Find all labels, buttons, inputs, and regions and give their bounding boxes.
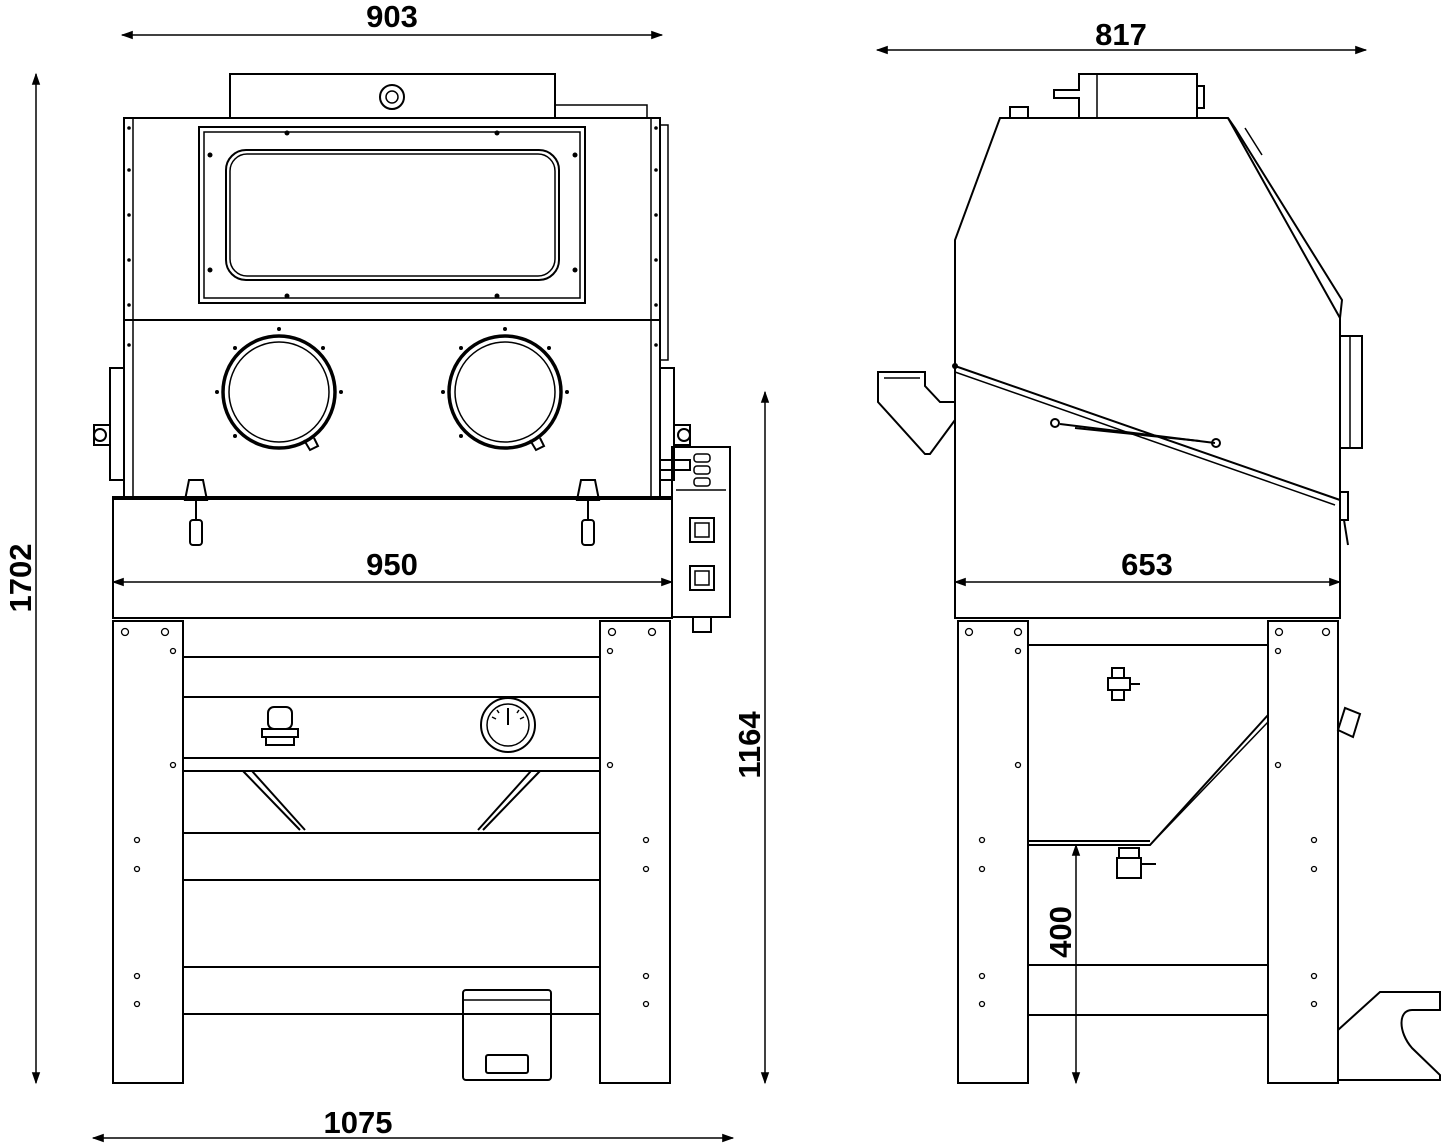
front-left-leg	[112, 620, 184, 1084]
side-view	[877, 73, 1441, 1084]
control-switch-2	[689, 565, 715, 591]
side-cabinet-profile	[954, 117, 1341, 619]
dim-front-base-width: 1075	[324, 1105, 393, 1140]
control-switch-1	[689, 517, 715, 543]
side-foot-pedal	[1337, 991, 1441, 1081]
stand-holes	[120, 627, 657, 1008]
side-latch	[1340, 491, 1349, 521]
front-view	[93, 73, 731, 1084]
left-glove-port	[221, 334, 337, 450]
dim-side-top-depth: 817	[1095, 17, 1147, 52]
side-top-fitting	[1009, 106, 1029, 118]
side-left-leg	[957, 620, 1029, 1084]
control-box-fitting	[692, 617, 712, 633]
dim-front-overall-height: 1702	[3, 544, 38, 613]
side-stand	[957, 620, 1339, 1084]
dust-chute	[877, 371, 956, 455]
right-door-handle	[673, 424, 691, 446]
side-rivets	[127, 126, 658, 347]
side-top-exhaust	[1053, 73, 1198, 118]
dimension-lines	[31, 30, 1368, 1143]
right-latch	[575, 479, 601, 546]
front-right-leg	[599, 620, 671, 1084]
side-leg-handle	[1336, 706, 1362, 739]
side-window-panel	[1227, 117, 1344, 319]
viewing-window-glass	[225, 149, 560, 281]
left-latch	[183, 479, 209, 546]
window-bolts	[207, 130, 578, 299]
viewing-window-frame	[198, 126, 586, 304]
top-port-outer	[379, 84, 405, 110]
dim-front-cabinet-width: 950	[366, 547, 418, 582]
dim-front-stand-height: 1164	[732, 711, 767, 779]
top-port-inner	[385, 90, 399, 104]
top-valve	[1107, 667, 1140, 701]
left-door-handle	[93, 424, 111, 446]
front-stand	[112, 620, 671, 1084]
port-bolts	[215, 327, 569, 438]
control-box	[671, 446, 731, 618]
top-exhaust-box	[229, 73, 556, 119]
foot-pedal	[462, 989, 552, 1081]
left-port-clamp	[303, 437, 320, 452]
dim-front-top-width: 903	[366, 0, 418, 34]
side-glove-port	[1339, 335, 1363, 449]
drain-valve	[1116, 847, 1156, 879]
side-right-leg	[1267, 620, 1339, 1084]
side-grate-line	[954, 365, 1341, 501]
left-door-hinge	[109, 367, 125, 481]
dim-side-hopper-height: 400	[1043, 906, 1078, 958]
right-port-clamp	[529, 437, 546, 452]
side-stand-holes	[964, 627, 1331, 1008]
top-rail	[554, 104, 648, 119]
right-glove-port	[447, 334, 563, 450]
right-door-hinge	[659, 367, 675, 481]
pressure-regulator	[261, 706, 299, 746]
side-exhaust-port	[1196, 85, 1205, 109]
pressure-gauge	[480, 697, 536, 753]
control-indicators	[660, 453, 711, 487]
dim-side-cabinet-depth: 653	[1121, 547, 1173, 582]
